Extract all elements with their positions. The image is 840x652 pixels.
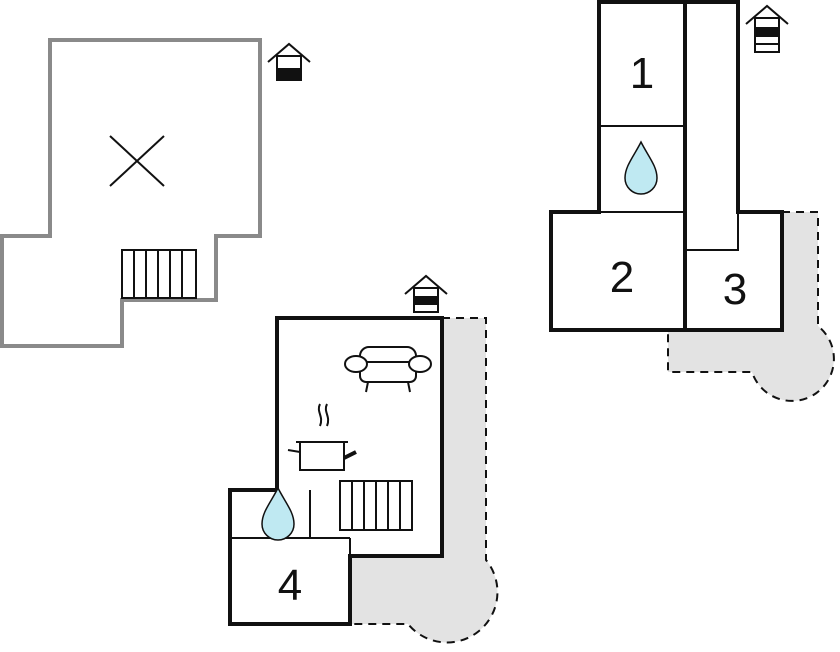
staircase-shaft (684, 1, 739, 251)
stairs-icon (339, 480, 413, 531)
first-floor-plan: 1 2 3 (549, 0, 835, 402)
terrace-ground-floor (349, 317, 499, 644)
water-drop-icon (261, 486, 295, 541)
sofa-icon (344, 346, 432, 393)
ground-floor-outline (228, 316, 444, 626)
first-floor-outline (549, 0, 784, 332)
room-4-label: 4 (278, 561, 302, 610)
room-2-label: 2 (610, 253, 634, 302)
upper-floor-plan (0, 38, 311, 348)
void-cross-icon (109, 135, 165, 187)
house-ground-floor-icon (404, 274, 448, 313)
upper-floor-outline (0, 38, 262, 348)
cooking-pot-icon (287, 403, 357, 471)
house-first-floor-icon (745, 4, 789, 53)
room-1-label: 1 (630, 49, 654, 98)
room-3-label: 3 (723, 265, 747, 314)
house-upper-floor-icon (267, 42, 311, 81)
water-drop-icon (624, 140, 658, 195)
stairs-icon (121, 249, 197, 299)
terrace-first-floor (667, 211, 835, 402)
ground-floor-plan: 4 (228, 274, 499, 644)
